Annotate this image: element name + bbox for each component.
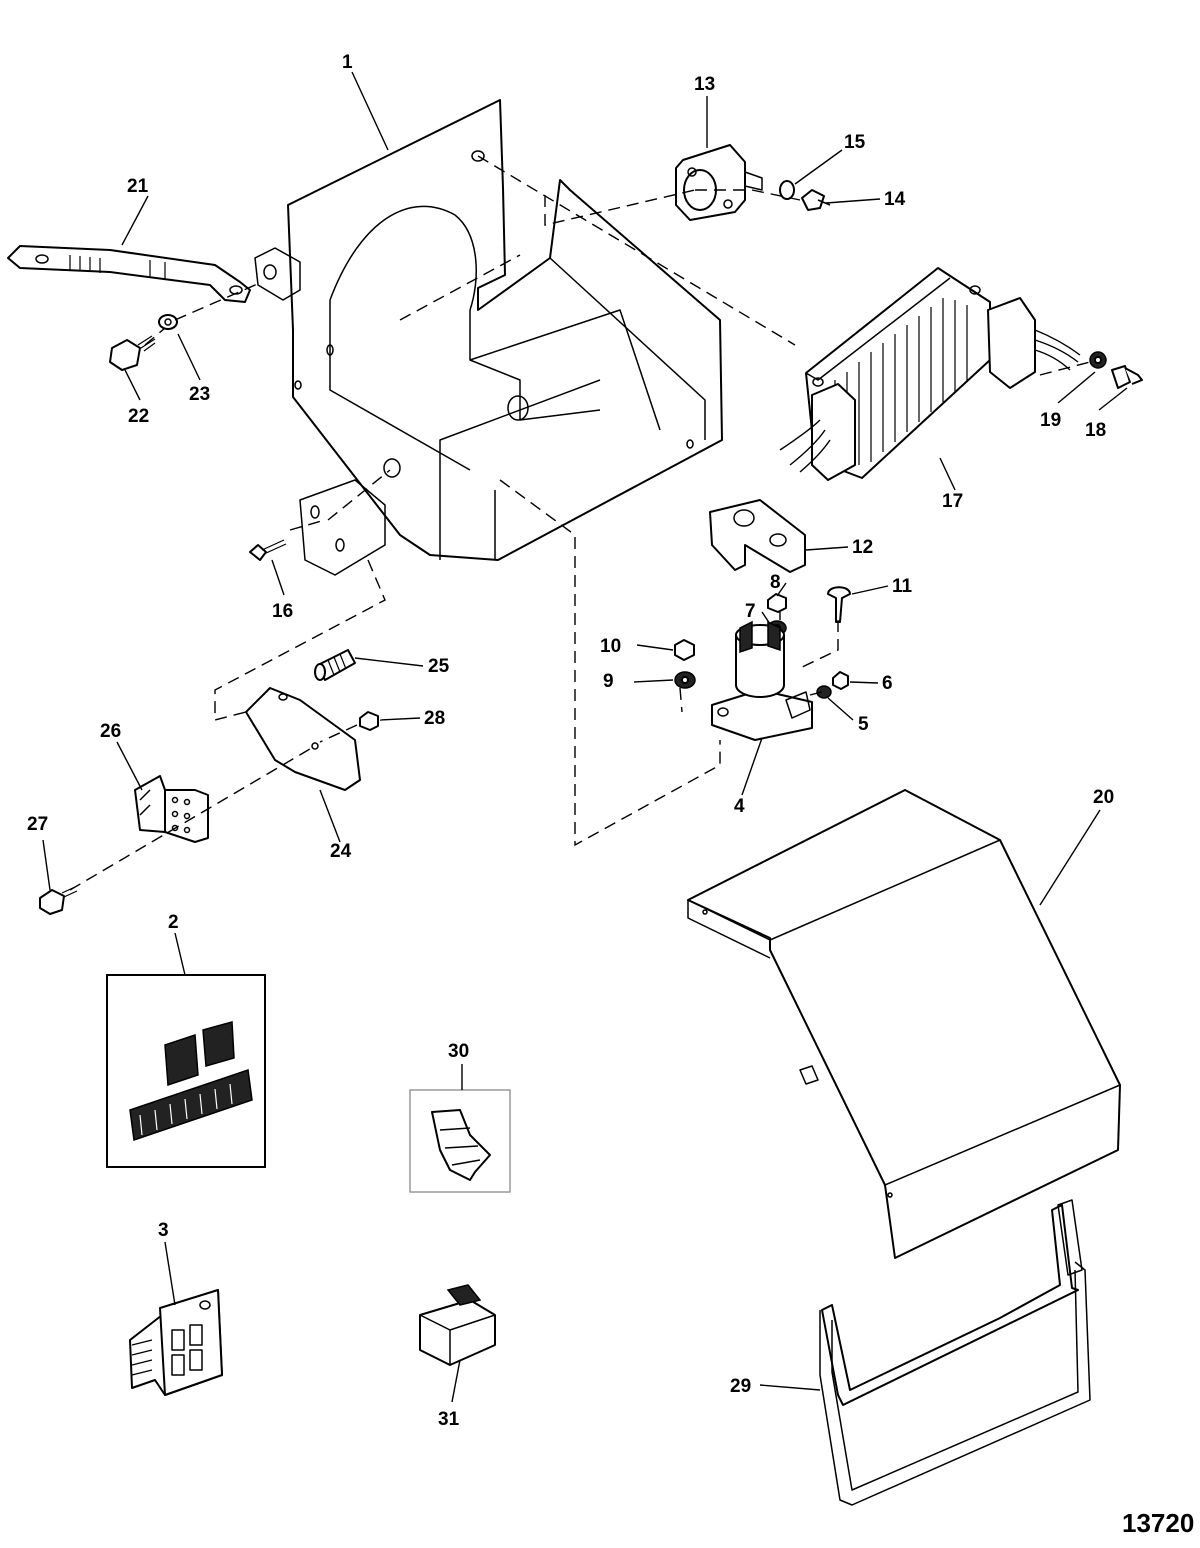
- callout-29: 29: [730, 1376, 751, 1397]
- part-3-fuse-holder: [129, 1289, 223, 1396]
- figure-number: 13720: [1122, 1508, 1194, 1538]
- callout-9: 9: [603, 671, 614, 692]
- callout-4: 4: [734, 796, 745, 817]
- callout-6: 6: [882, 673, 893, 694]
- part-2-kit-box: [106, 974, 266, 1168]
- callout-1: 1: [342, 52, 353, 73]
- part-5-washer: [816, 685, 832, 699]
- part-13-switch: [675, 144, 763, 221]
- part-17-regulator: [779, 267, 1081, 481]
- part-11-push-pin: [827, 586, 851, 623]
- part-12-clamp: [709, 499, 806, 573]
- callout-24: 24: [330, 841, 352, 862]
- part-6-nut: [832, 671, 849, 690]
- callout-15: 15: [844, 132, 866, 153]
- callout-8: 8: [770, 572, 781, 593]
- callout-16: 16: [272, 601, 293, 622]
- part-25-bolt: [314, 649, 356, 681]
- callout-labels: 1 13 15 14 21 22 23 19 18 17 12 16 8 11 …: [27, 52, 1194, 1538]
- callout-18: 18: [1085, 420, 1106, 441]
- callout-28: 28: [424, 708, 445, 729]
- part-16-screw: [249, 539, 287, 561]
- callout-2: 2: [168, 912, 179, 933]
- callout-26: 26: [100, 721, 121, 742]
- part-24-plate: [245, 687, 361, 791]
- part-21-strap: [7, 245, 251, 303]
- leader-lines: [42, 71, 1128, 1403]
- part-20-cover: [687, 789, 1121, 1259]
- assembly-lines: [69, 155, 1091, 891]
- part-23-washer: [158, 314, 178, 330]
- callout-11: 11: [892, 576, 913, 597]
- part-27-bolt: [39, 886, 78, 915]
- part-26-bracket: [134, 775, 209, 843]
- part-22-bolt: [109, 335, 156, 371]
- callout-22: 22: [128, 406, 149, 427]
- callout-31: 31: [438, 1409, 460, 1430]
- callout-17: 17: [942, 491, 963, 512]
- callout-30: 30: [448, 1041, 469, 1062]
- callout-23: 23: [189, 384, 210, 405]
- part-14-screw: [801, 189, 831, 211]
- callout-5: 5: [858, 714, 869, 735]
- part-10-nut: [674, 639, 695, 661]
- part-30-fuse-box: [409, 1089, 511, 1193]
- part-15-lock-washer: [779, 180, 795, 200]
- part-19-washer: [1089, 351, 1107, 369]
- callout-19: 19: [1040, 410, 1061, 431]
- part-28-nut: [359, 711, 379, 731]
- part-29-strap: [819, 1199, 1091, 1506]
- callout-14: 14: [884, 189, 906, 210]
- callout-12: 12: [852, 537, 873, 558]
- callout-13: 13: [694, 74, 715, 95]
- part-9-washer: [674, 671, 696, 689]
- callout-27: 27: [27, 814, 48, 835]
- callout-25: 25: [428, 656, 450, 677]
- part-1-mounting-bracket: [254, 99, 723, 576]
- callout-7: 7: [745, 601, 756, 622]
- callout-10: 10: [600, 636, 621, 657]
- part-31-relay: [419, 1284, 496, 1366]
- part-4-solenoid: [711, 620, 813, 741]
- callout-20: 20: [1093, 787, 1114, 808]
- callout-21: 21: [127, 176, 149, 197]
- callout-3: 3: [158, 1220, 169, 1241]
- part-18-screw: [1111, 365, 1143, 389]
- part-8-nut: [767, 593, 787, 613]
